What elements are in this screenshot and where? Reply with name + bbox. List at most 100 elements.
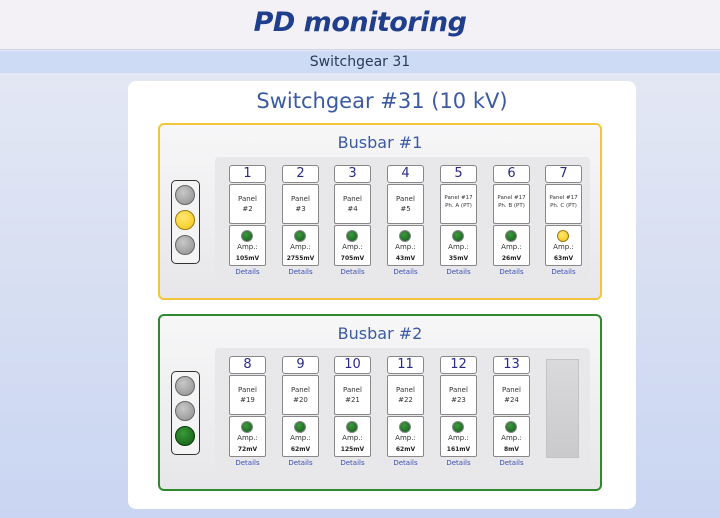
panel-card: 2 Panel#3 Amp.: 2755mV Details [282,165,319,280]
panel-amplitude: Amp.: 72mV [229,416,266,457]
panel-area: 1 Panel#2 Amp.: 105mV Details 2 Panel#3 … [215,157,590,284]
panel-number: 3 [334,165,371,183]
details-link[interactable]: Details [235,268,260,276]
amplitude-label: Amp.: [448,243,469,251]
details-link[interactable]: Details [551,268,576,276]
busbar-title: Busbar #2 [337,324,423,343]
panel-amplitude: Amp.: 105mV [229,225,266,266]
panel-number: 5 [440,165,477,183]
panel-number: 11 [387,356,424,374]
busbar-1: Busbar #1 1 Panel#2 Amp.: 105mV Details … [158,123,602,300]
details-link[interactable]: Details [446,268,471,276]
amplitude-value: 8mV [503,446,520,453]
switchgear-title: Switchgear #31 (10 kV) [256,89,508,113]
details-link[interactable]: Details [288,459,313,467]
amplitude-value: 43mV [395,255,416,262]
panel-card: 11 Panel#22 Amp.: 62mV Details [387,356,424,471]
panel-status-led-icon [505,230,517,242]
details-link[interactable]: Details [393,268,418,276]
amplitude-label: Amp.: [501,434,522,442]
panel-amplitude: Amp.: 63mV [545,225,582,266]
amplitude-label: Amp.: [395,243,416,251]
amplitude-value: 2755mV [286,255,315,262]
amplitude-value: 62mV [290,446,311,453]
amplitude-label: Amp.: [395,434,416,442]
details-link[interactable]: Details [340,268,365,276]
panel-card: 3 Panel#4 Amp.: 705mV Details [334,165,371,280]
amplitude-value: 26mV [501,255,522,262]
panel-card: 1 Panel#2 Amp.: 105mV Details [229,165,266,280]
switchgear-subtitle: Switchgear 31 [0,51,720,73]
panel-number: 13 [493,356,530,374]
amplitude-value: 161mV [446,446,471,453]
busbar-2: Busbar #2 8 Panel#19 Amp.: 72mV Details … [158,314,602,491]
panel-name: Panel#5 [387,184,424,224]
amplitude-label: Amp.: [237,243,258,251]
amplitude-label: Amp.: [342,434,363,442]
panel-status-led-icon [505,421,517,433]
app-header: PD monitoring [0,0,720,50]
panel-status-led-icon [241,421,253,433]
panel-name: Panel#4 [334,184,371,224]
panel-number: 9 [282,356,319,374]
status-lamp-middle-icon [175,401,195,421]
details-link[interactable]: Details [288,268,313,276]
panel-status-led-icon [452,421,464,433]
panel-amplitude: Amp.: 125mV [334,416,371,457]
panel-card: 12 Panel#23 Amp.: 161mV Details [440,356,477,471]
status-lamp-middle-icon [175,210,195,230]
busbar-status-light [171,371,200,455]
busbar-title: Busbar #1 [337,133,423,152]
status-lamp-top-icon [175,376,195,396]
panel-number: 1 [229,165,266,183]
panel-amplitude: Amp.: 35mV [440,225,477,266]
empty-panel-slot [546,359,579,458]
amplitude-value: 705mV [340,255,365,262]
panel-name: Panel#3 [282,184,319,224]
status-lamp-bottom-icon [175,235,195,255]
panel-amplitude: Amp.: 62mV [282,416,319,457]
panel-status-led-icon [399,421,411,433]
panel-amplitude: Amp.: 8mV [493,416,530,457]
panel-status-led-icon [294,421,306,433]
details-link[interactable]: Details [446,459,471,467]
status-lamp-top-icon [175,185,195,205]
details-link[interactable]: Details [235,459,260,467]
details-link[interactable]: Details [393,459,418,467]
panel-name: Panel#19 [229,375,266,415]
panel-number: 7 [545,165,582,183]
details-link[interactable]: Details [340,459,365,467]
amplitude-label: Amp.: [237,434,258,442]
panel-name: Panel#23 [440,375,477,415]
panel-amplitude: Amp.: 26mV [493,225,530,266]
amplitude-label: Amp.: [342,243,363,251]
panel-amplitude: Amp.: 161mV [440,416,477,457]
panel-status-led-icon [399,230,411,242]
panel-amplitude: Amp.: 62mV [387,416,424,457]
panel-amplitude: Amp.: 43mV [387,225,424,266]
amplitude-value: 62mV [395,446,416,453]
panel-number: 6 [493,165,530,183]
app-title: PD monitoring [253,7,467,38]
busbar-status-light [171,180,200,264]
panel-status-led-icon [452,230,464,242]
details-link[interactable]: Details [499,459,524,467]
panel-card: 4 Panel#5 Amp.: 43mV Details [387,165,424,280]
amplitude-label: Amp.: [290,434,311,442]
panel-status-led-icon [294,230,306,242]
panel-status-led-icon [557,230,569,242]
panel-card: 10 Panel#21 Amp.: 125mV Details [334,356,371,471]
panel-name: Panel#20 [282,375,319,415]
amplitude-value: 72mV [237,446,258,453]
panel-amplitude: Amp.: 705mV [334,225,371,266]
panel-name: Panel#21 [334,375,371,415]
details-link[interactable]: Details [499,268,524,276]
amplitude-value: 105mV [235,255,260,262]
amplitude-value: 63mV [553,255,574,262]
